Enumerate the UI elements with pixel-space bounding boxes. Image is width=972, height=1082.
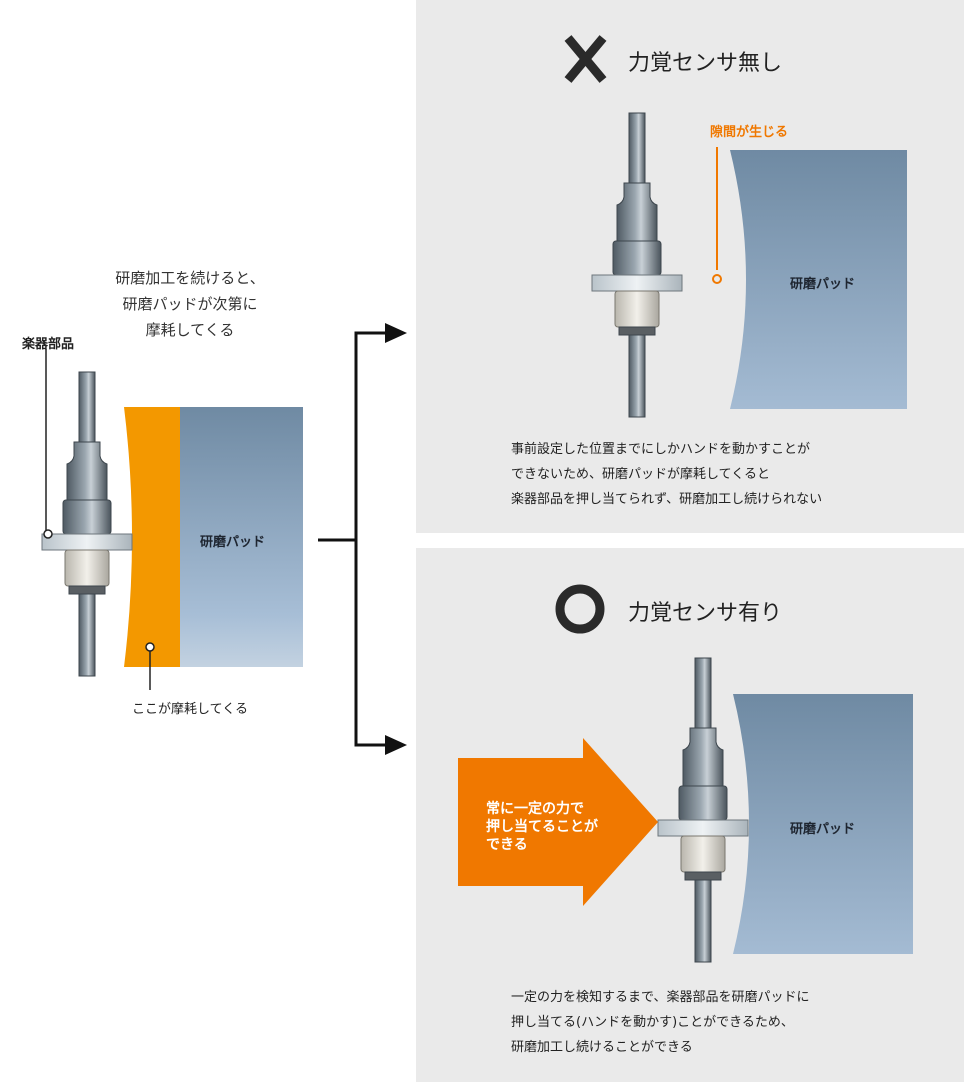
no-sensor-description: 事前設定した位置までにしかハンドを動かすことが できないため、研磨パッドが摩耗し… xyxy=(511,437,822,512)
no-sensor-desc-line-3: 楽器部品を押し当てられず、研磨加工し続けられない xyxy=(511,492,823,507)
intro-line-3: 摩耗してくる xyxy=(145,321,235,339)
worn-layer xyxy=(124,407,180,667)
left-polishing-pad xyxy=(178,407,303,667)
arrow-text-line-3: できる xyxy=(486,837,528,853)
cross-icon xyxy=(564,35,607,83)
with-sensor-heading: 力覚センサ有り xyxy=(628,601,783,626)
bottom-polishing-pad xyxy=(733,694,913,954)
wear-callout-dot xyxy=(145,642,155,652)
part-callout-dot xyxy=(43,529,53,539)
intro-text: 研磨加工を続けると、 研磨パッドが次第に 摩耗してくる xyxy=(60,265,320,343)
bottom-pad-label: 研磨パッド xyxy=(790,822,856,837)
circle-icon xyxy=(555,584,605,634)
with-sensor-description: 一定の力を検知するまで、楽器部品を研磨パッドに 押し当てる(ハンドを動かす)こと… xyxy=(511,985,809,1060)
force-arrow-text: 常に一定の力で 押し当てることが できる xyxy=(486,800,598,854)
branch-up-line xyxy=(354,331,388,540)
no-sensor-desc-line-2: できないため、研磨パッドが摩耗してくると xyxy=(511,467,770,482)
with-sensor-desc-line-1: 一定の力を検知するまで、楽器部品を研磨パッドに xyxy=(511,990,810,1005)
no-sensor-desc-line-1: 事前設定した位置までにしかハンドを動かすことが xyxy=(511,442,811,457)
arrow-head-up xyxy=(385,323,407,343)
with-sensor-desc-line-3: 研磨加工し続けることができる xyxy=(511,1040,693,1055)
with-sensor-desc-line-2: 押し当てる(ハンドを動かす)ことができるため、 xyxy=(511,1015,794,1030)
left-pad-label: 研磨パッド xyxy=(200,535,266,550)
arrow-head-down xyxy=(385,735,407,755)
bottom-instrument-part xyxy=(657,657,749,963)
top-instrument-part xyxy=(591,112,683,418)
top-pad-label: 研磨パッド xyxy=(790,277,856,292)
left-instrument-part xyxy=(41,371,133,677)
intro-line-1: 研磨加工を続けると、 xyxy=(115,269,265,287)
part-label: 楽器部品 xyxy=(22,337,75,352)
force-arrow xyxy=(458,738,658,906)
branch-down-line xyxy=(354,540,388,747)
gap-indicator-dot xyxy=(712,274,722,284)
gap-label: 隙間が生じる xyxy=(710,125,789,140)
no-sensor-heading: 力覚センサ無し xyxy=(628,51,783,76)
arrow-text-line-2: 押し当てることが xyxy=(486,819,598,835)
wear-label: ここが摩耗してくる xyxy=(132,702,248,717)
intro-line-2: 研磨パッドが次第に xyxy=(122,295,258,313)
top-polishing-pad xyxy=(730,150,907,409)
arrow-text-line-1: 常に一定の力で xyxy=(486,801,584,817)
